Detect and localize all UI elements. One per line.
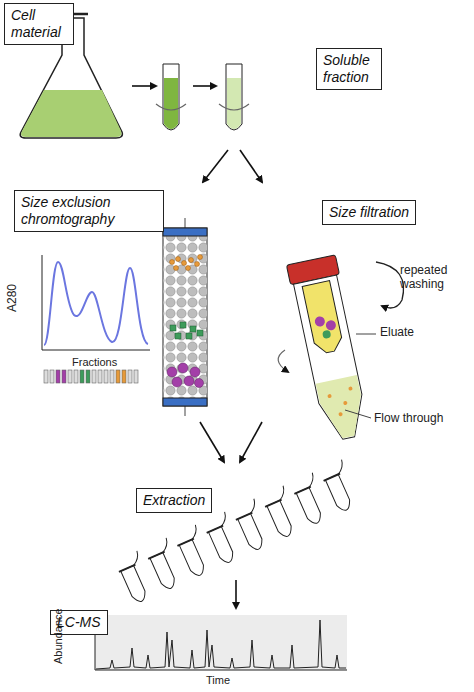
- label-text: Size filtration: [329, 204, 409, 221]
- method-label: Size filtration: [322, 200, 416, 225]
- process-label: Soluble fraction: [316, 48, 382, 90]
- annotation: Flow through: [374, 412, 443, 426]
- method-label: Size exclusion chromtography: [14, 190, 164, 232]
- centrifuge-tube: [156, 64, 249, 130]
- axis-label: Time: [206, 674, 230, 687]
- annotation: repeated washing: [400, 264, 470, 292]
- chromatogram: [42, 255, 150, 383]
- process-label: Cell material: [4, 3, 74, 45]
- ms-chromatogram: [95, 615, 347, 670]
- axis-label: A280: [6, 284, 20, 312]
- label-text: Soluble fraction: [323, 52, 375, 86]
- sec-column: [163, 218, 207, 416]
- axis-label: Abundance: [52, 608, 65, 664]
- annotation: Eluate: [380, 326, 414, 340]
- axis-label: Fractions: [72, 356, 117, 369]
- extraction-tubes: [114, 460, 361, 605]
- filter-tube: [286, 255, 373, 443]
- label-text: Extraction: [143, 492, 205, 509]
- label-text: Cell material: [11, 7, 67, 41]
- process-label: Extraction: [136, 488, 212, 513]
- label-text: Size exclusion chromtography: [21, 194, 157, 228]
